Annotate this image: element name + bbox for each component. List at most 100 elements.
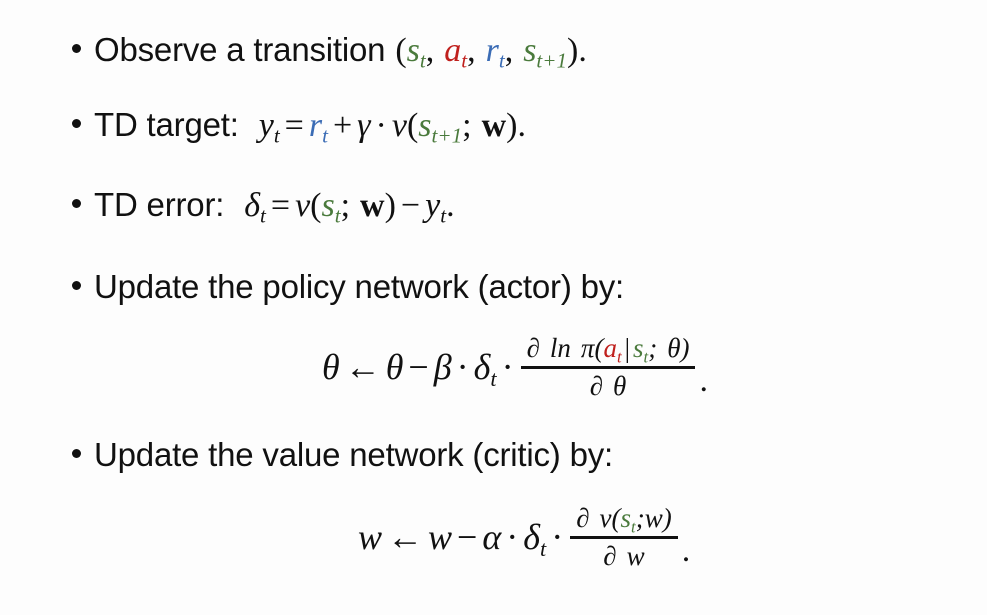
value-update-equation: w←w−α·δt· ∂v(st;w) ∂w . xyxy=(358,503,690,572)
weight-vector-w-rhs: w xyxy=(428,517,453,558)
value-equation-period: . xyxy=(681,531,691,569)
y-symbol: y xyxy=(425,187,441,224)
fraction-bar xyxy=(570,536,678,539)
state-symbol-st: s xyxy=(321,187,335,224)
delta-symbol: δ xyxy=(523,517,540,558)
fraction-bar xyxy=(520,366,696,369)
gamma-symbol: γ xyxy=(357,107,371,144)
weight-vector-w: w xyxy=(644,503,663,533)
state-subscript-t: t xyxy=(334,203,341,228)
minus-sign: − xyxy=(408,347,429,388)
next-state-subscript: t+1 xyxy=(536,48,568,73)
alpha-symbol: α xyxy=(482,517,502,558)
value-gradient-fraction: ∂v(st;w) ∂w xyxy=(570,503,678,572)
delta-subscript: t xyxy=(539,536,547,562)
reward-subscript-t: t xyxy=(322,123,328,148)
close-paren: ) xyxy=(680,333,690,363)
cdot-operator-2: · xyxy=(501,347,514,388)
equals-sign: = xyxy=(270,187,291,224)
bullet-dot-icon xyxy=(72,281,81,290)
reward-symbol-rt: r xyxy=(308,107,323,144)
action-symbol-at: a xyxy=(603,333,617,363)
delta-subscript: t xyxy=(490,366,497,392)
next-state-symbol: s xyxy=(523,32,537,69)
state-subscript-t: t xyxy=(631,517,636,537)
y-subscript: t xyxy=(440,203,447,228)
weight-vector-w: w xyxy=(481,107,507,144)
period: . xyxy=(446,187,455,224)
cdot-operator-2: · xyxy=(551,517,564,558)
bullet-observe-transition: Observe a transition (st,at,rt,st+1). xyxy=(72,31,587,73)
bullet-dot-icon xyxy=(72,119,81,128)
value-function-v: v xyxy=(295,187,311,224)
y-subscript: t xyxy=(273,123,280,148)
pi-symbol: π xyxy=(580,333,595,363)
td-target-label: TD target: xyxy=(94,106,239,143)
delta-subscript: t xyxy=(260,203,266,228)
state-symbol-st: s xyxy=(406,32,420,69)
update-policy-label: Update the policy network (actor) by: xyxy=(94,268,625,305)
ln-operator: ln xyxy=(549,333,571,363)
open-paren: ( xyxy=(594,333,604,363)
update-value-label: Update the value network (critic) by: xyxy=(94,436,613,473)
cdot-operator-1: · xyxy=(456,347,469,388)
policy-equation-lhs: θ←θ−β·δt· xyxy=(322,346,519,392)
policy-equation-period: . xyxy=(699,361,708,399)
equals-sign: = xyxy=(284,107,304,144)
reward-subscript-t: t xyxy=(498,48,505,73)
close-paren-period: ). xyxy=(567,32,587,69)
comma-1: , xyxy=(425,32,435,69)
partial-symbol: ∂ xyxy=(603,540,617,571)
close-paren-period: ). xyxy=(506,107,526,144)
value-function-v: v xyxy=(599,503,612,533)
open-paren: ( xyxy=(310,187,322,224)
comma-2: , xyxy=(467,32,476,69)
delta-symbol: δ xyxy=(244,187,261,224)
transition-tuple: (st,at,rt,st+1). xyxy=(395,32,587,73)
reward-symbol-rt: r xyxy=(485,32,499,69)
fraction-denominator: ∂w xyxy=(597,539,650,572)
conditional-bar: | xyxy=(624,333,631,363)
action-symbol-at: a xyxy=(444,32,462,69)
minus-sign: − xyxy=(457,517,478,558)
semicolon: ; xyxy=(340,187,351,224)
left-arrow-operator: ← xyxy=(344,347,381,388)
delta-symbol: δ xyxy=(473,347,491,388)
bullet-dot-icon xyxy=(72,449,81,458)
action-subscript-t: t xyxy=(616,347,622,367)
close-paren: ) xyxy=(662,503,672,533)
weight-vector-w: w xyxy=(626,540,645,571)
bullet-dot-icon xyxy=(72,199,81,208)
fraction-denominator: ∂θ xyxy=(584,369,633,402)
weight-vector-w-lhs: w xyxy=(358,517,383,558)
next-state-symbol: s xyxy=(418,107,432,144)
open-paren: ( xyxy=(395,32,407,69)
semicolon: ; xyxy=(635,503,645,533)
fraction-numerator: ∂v(st;w) xyxy=(570,503,678,536)
minus-sign: − xyxy=(400,187,421,224)
td-error-equation: δt=v(st;w)−yt. xyxy=(244,187,455,228)
cdot-operator-1: · xyxy=(506,517,519,558)
cdot-operator: · xyxy=(375,107,387,144)
state-subscript-t: t xyxy=(643,347,649,367)
close-paren: ) xyxy=(384,187,396,224)
beta-symbol: β xyxy=(433,347,452,388)
partial-symbol: ∂ xyxy=(526,333,540,363)
bullet-td-error: TD error: δt=v(st;w)−yt. xyxy=(72,186,455,228)
semicolon: ; xyxy=(462,107,472,144)
value-function-v: v xyxy=(391,107,407,144)
action-subscript-t: t xyxy=(461,48,468,73)
partial-symbol: ∂ xyxy=(589,370,604,401)
bullet-update-value: Update the value network (critic) by: xyxy=(72,436,613,474)
comma-3: , xyxy=(504,32,514,69)
open-paren: ( xyxy=(406,107,419,144)
theta-symbol: θ xyxy=(613,370,627,401)
td-error-label: TD error: xyxy=(94,186,225,223)
theta-symbol-rhs: θ xyxy=(385,347,404,388)
bullet-dot-icon xyxy=(72,44,81,53)
bullet-td-target: TD target: yt=rt+γ·v(st+1;w). xyxy=(72,106,526,148)
